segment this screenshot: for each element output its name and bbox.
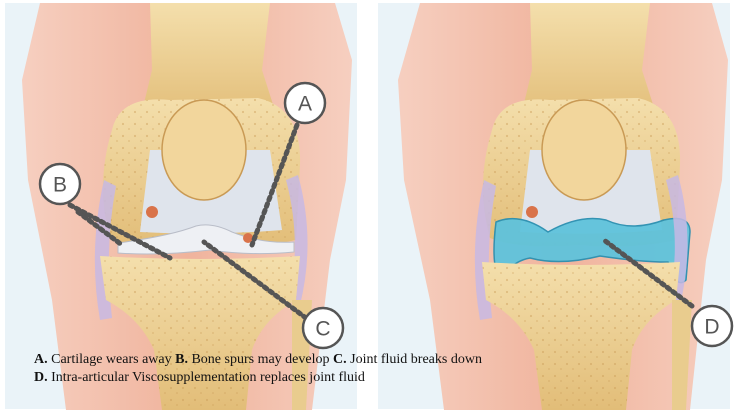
left-patella	[162, 100, 246, 200]
caption-text-d: Intra-articular Viscosupplementation rep…	[48, 370, 365, 385]
callout-a: A	[285, 83, 325, 123]
caption-key-b: B.	[175, 352, 188, 367]
caption-key-c: C.	[333, 352, 347, 367]
callout-d: D	[692, 306, 732, 346]
callout-c: C	[303, 308, 343, 348]
callout-d-label: D	[704, 316, 719, 339]
caption-line-2: D. Intra-articular Viscosupplementation …	[34, 369, 724, 387]
left-bone-spur	[146, 206, 158, 218]
caption-line-1: A. Cartilage wears away B. Bone spurs ma…	[34, 351, 724, 369]
caption-text-c: Joint fluid breaks down	[347, 352, 482, 367]
caption-key-d: D.	[34, 370, 48, 385]
callout-a-label: A	[298, 93, 312, 116]
callout-c-label: C	[315, 318, 330, 341]
right-knee-diagram	[398, 3, 728, 410]
callout-b-label: B	[53, 174, 67, 197]
caption-key-a: A.	[34, 352, 48, 367]
right-bone-spur	[526, 206, 538, 218]
caption-text-b: Bone spurs may develop	[188, 352, 333, 367]
right-patella	[542, 100, 626, 200]
callout-b: B	[40, 164, 80, 204]
caption-text-a: Cartilage wears away	[48, 352, 176, 367]
caption: A. Cartilage wears away B. Bone spurs ma…	[34, 351, 724, 387]
